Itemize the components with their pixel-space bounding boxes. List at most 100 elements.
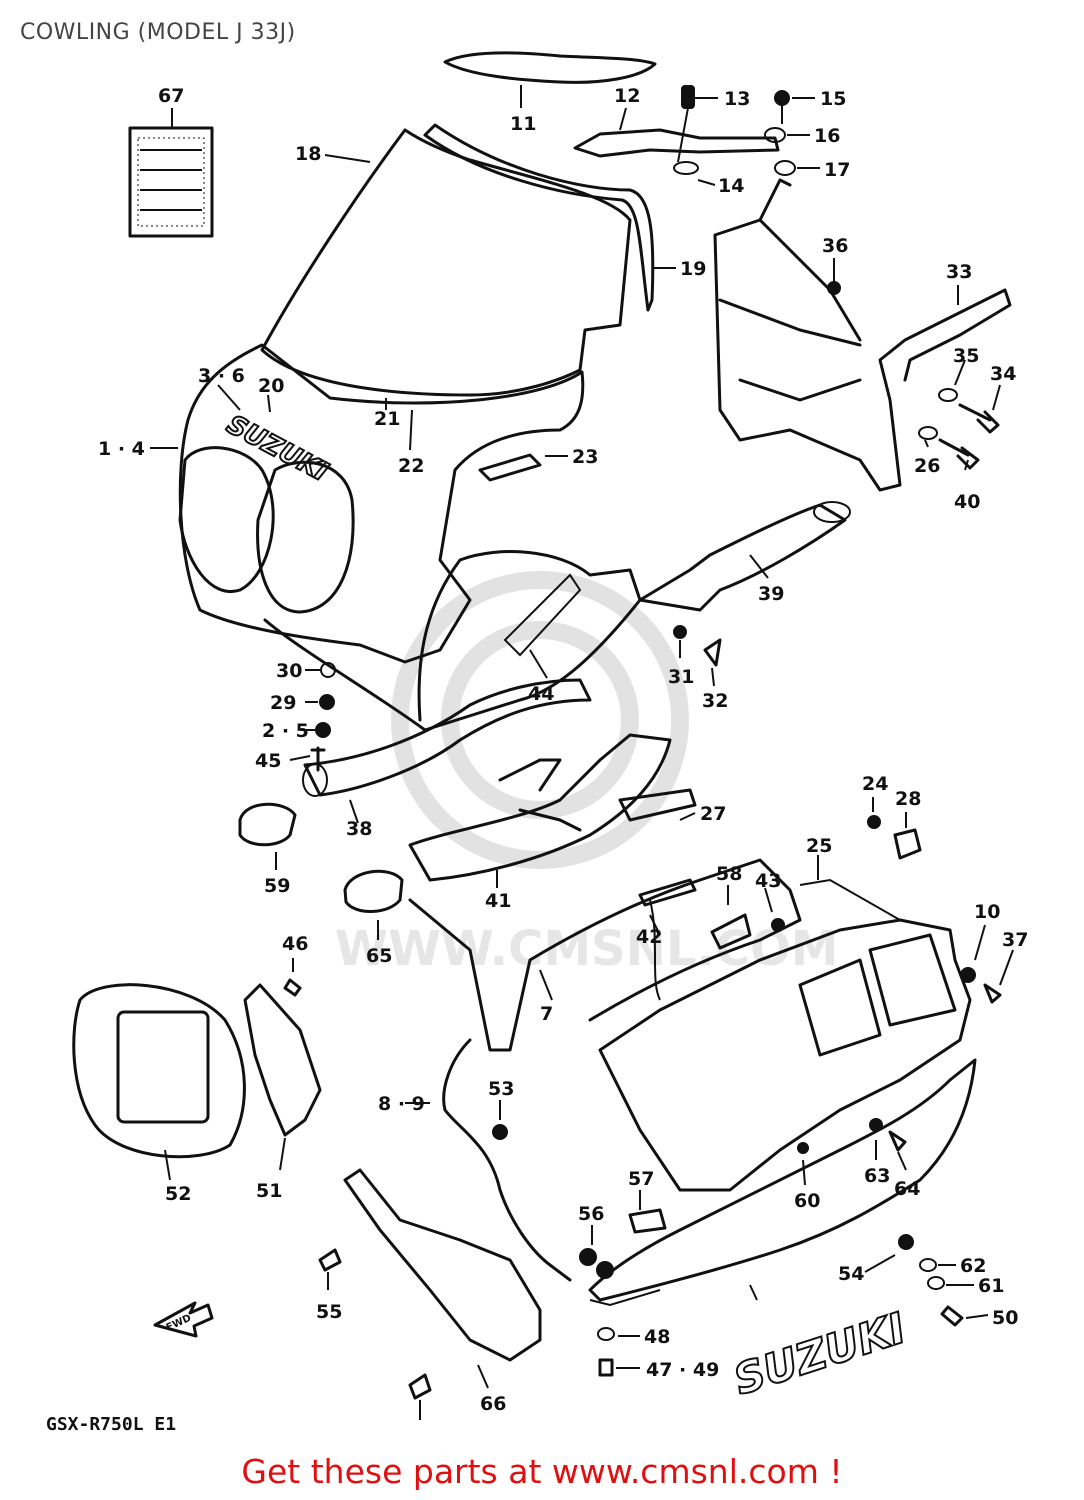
callout-18: 18 — [295, 143, 321, 165]
part-42-screw — [983, 983, 1002, 1004]
part-23-bracket — [478, 453, 542, 482]
callout-26: 39 — [758, 583, 784, 605]
callout-40: 31 — [668, 666, 694, 688]
callout-42: 37 — [1002, 929, 1028, 951]
callout-55: 61 — [978, 1275, 1004, 1297]
callout-50: 66 — [480, 1393, 506, 1415]
part-8-9-gasket — [243, 983, 322, 1137]
part-28-duct-bracket — [498, 758, 697, 832]
watermark-text: WWW.CMSNL.COM — [335, 921, 839, 977]
side-panel-emblem — [503, 573, 582, 657]
callout-25: 41 — [485, 890, 511, 912]
part-58-wire — [649, 899, 661, 1001]
part-38-lower-cowling — [598, 918, 972, 1192]
callout-34-upper: 34 — [990, 363, 1016, 385]
part-33-cowl-stay — [713, 178, 1012, 492]
lower-cowl-top-edge — [799, 878, 901, 921]
callout-32: 29 — [270, 692, 296, 714]
part-18-windscreen — [260, 128, 632, 397]
callout-2-5: 44 — [528, 683, 554, 705]
callout-35-lower: 26 — [914, 455, 940, 477]
part-32-nut — [319, 694, 335, 710]
callout-28: 27 — [700, 803, 726, 825]
callout-14: 14 — [718, 175, 744, 197]
part-36-nut — [827, 281, 841, 295]
watermark-logo: WWW.CMSNL.COM — [335, 571, 839, 977]
part-34-bolt-lower — [938, 438, 980, 470]
callout-35-upper: 35 — [953, 345, 979, 367]
part-40-nut — [673, 625, 687, 639]
part-61-screw — [598, 1358, 614, 1377]
duct-opening-26 — [813, 501, 851, 523]
part-46-stay — [442, 1038, 572, 1282]
part-44-grommet — [893, 828, 922, 860]
callout-30: 2 · 5 — [262, 720, 309, 742]
callout-17: 17 — [824, 159, 850, 181]
part-66-screw — [408, 1373, 432, 1400]
part-63-nut-upper — [579, 1248, 597, 1266]
model-code-label: GSX-R750L E1 — [46, 1414, 176, 1435]
callout-67: 67 — [158, 85, 184, 107]
callout-60: 57 — [628, 1168, 654, 1190]
part-13-shaft — [677, 107, 689, 163]
part-1-4-upper-cowling — [178, 343, 585, 664]
part-59-clip — [710, 913, 752, 950]
lower-cowl-vent-2 — [868, 933, 957, 1027]
callout-65: 53 — [488, 1078, 514, 1100]
callout-10: 46 — [282, 933, 308, 955]
part-67-label-plate — [128, 126, 214, 238]
part-51-screw — [888, 1130, 907, 1152]
hose-end-24 — [302, 763, 328, 797]
callout-7: 52 — [165, 1183, 191, 1205]
part-57-nut — [898, 1234, 914, 1250]
callout-labels: 11 12 13 15 16 17 14 67 18 19 36 33 35 3… — [98, 85, 1028, 1415]
page-title: COWLING (MODEL J 33J) — [20, 20, 296, 45]
callout-21: 21 — [374, 408, 400, 430]
callout-12: 12 — [614, 85, 640, 107]
callout-44: 28 — [895, 788, 921, 810]
callout-16: 16 — [814, 125, 840, 147]
part-11-upper-cover — [443, 51, 657, 84]
part-58-clamp — [638, 878, 697, 907]
part-64-screw — [318, 1248, 342, 1272]
part-35-washer-upper — [938, 388, 958, 402]
brand-emboss-lower: SUZUKI — [728, 1303, 912, 1404]
brand-emboss-upper: SUZUKI — [222, 410, 333, 488]
part-12-bracket — [573, 128, 780, 158]
cover-7-window — [116, 1010, 210, 1124]
part-7-headlight-cover — [72, 983, 246, 1159]
cta-link[interactable]: Get these parts at www.cmsnl.com ! — [241, 1452, 843, 1491]
callout-31: 30 — [276, 660, 302, 682]
part-34-bolt-upper — [958, 403, 1000, 434]
part-41-nut — [771, 918, 785, 932]
part-60-clip — [628, 1208, 667, 1234]
callout-43: 10 — [974, 901, 1000, 923]
part-25-air-duct — [408, 733, 672, 882]
part-16-washer — [764, 127, 786, 143]
callout-58: 42 — [636, 926, 662, 948]
part-65-nut — [492, 1124, 508, 1140]
leader-lines — [150, 85, 1014, 1420]
part-19-screen-trim — [423, 123, 655, 312]
part-50-bracket — [343, 1168, 542, 1362]
callout-59: 58 — [716, 863, 742, 885]
callout-19: 19 — [680, 258, 706, 280]
callout-53: 60 — [794, 1190, 820, 1212]
callout-20: 20 — [258, 375, 284, 397]
callout-1-4: 1 · 4 — [98, 438, 145, 460]
callout-33: 33 — [946, 261, 972, 283]
part-31-grommet — [320, 662, 336, 678]
lower-cowl-vent-1 — [798, 958, 882, 1057]
part-26-air-duct — [638, 503, 847, 612]
part-39-screw — [703, 638, 722, 667]
part-15-bolt — [774, 90, 790, 106]
callout-41: 43 — [755, 870, 781, 892]
callout-64: 55 — [316, 1301, 342, 1323]
part-30-washer — [315, 722, 331, 738]
part-13-screw — [681, 85, 695, 109]
part-56-washer — [919, 1258, 937, 1272]
callout-29: 45 — [255, 750, 281, 772]
callout-45: 24 — [862, 773, 888, 795]
forward-arrow-icon: FWD — [153, 1301, 214, 1338]
